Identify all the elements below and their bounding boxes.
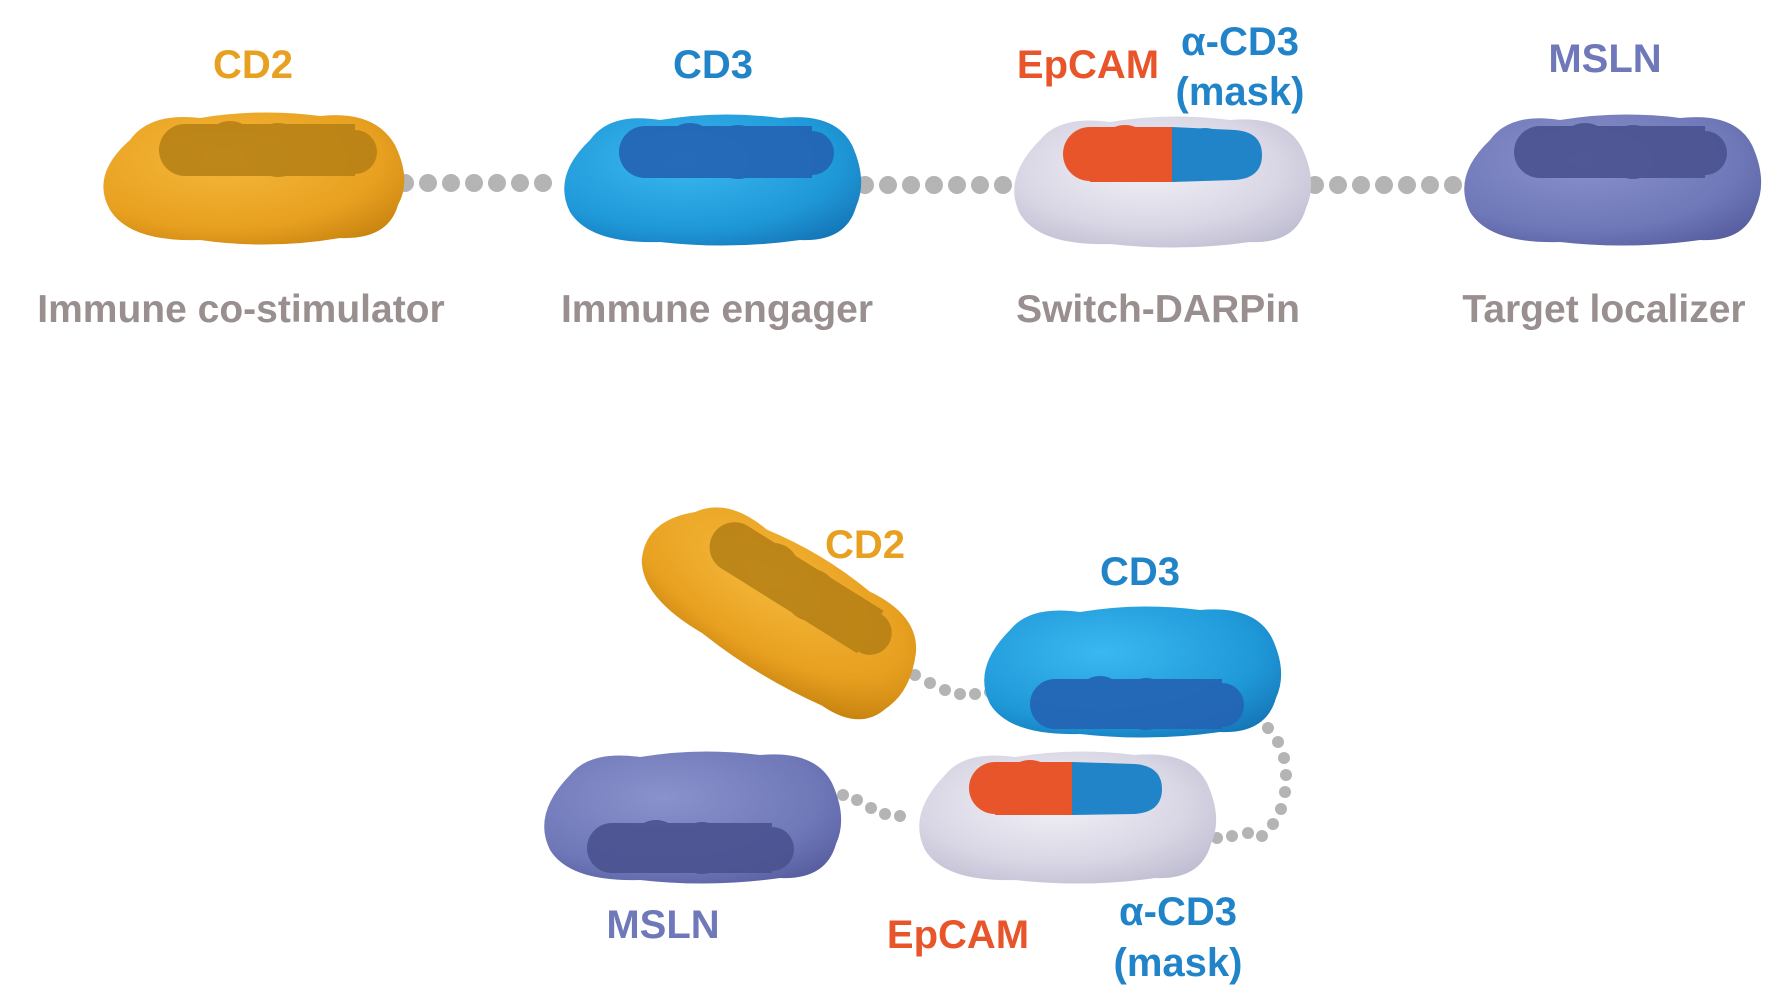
bottom-epcam-label: EpCAM bbox=[887, 913, 1029, 957]
top-mask-label-line1: α-CD3 bbox=[1181, 20, 1299, 64]
bottom-mask-label-line1: α-CD3 bbox=[1119, 890, 1237, 934]
bottom-msln-label: MSLN bbox=[606, 903, 719, 947]
top-msln-label: MSLN bbox=[1548, 37, 1661, 81]
bottom-msln-domain bbox=[544, 751, 842, 884]
top-mask-label-line2: (mask) bbox=[1176, 70, 1305, 114]
msln-domain bbox=[1464, 114, 1762, 246]
bottom-cd3-domain bbox=[984, 606, 1282, 738]
switch-darpin-domain bbox=[1014, 116, 1312, 248]
linker-cd2-cd3 bbox=[396, 174, 552, 192]
top-epcam-label: EpCAM bbox=[1017, 43, 1159, 87]
top-cd2-label: CD2 bbox=[213, 43, 293, 87]
epcam-site bbox=[1063, 125, 1172, 182]
linker-switch-msln bbox=[1306, 176, 1462, 194]
role-switch-darpin: Switch-DARPin bbox=[1016, 288, 1300, 331]
cd2-domain bbox=[103, 112, 405, 245]
bottom-anti-cd3-mask-site bbox=[1072, 762, 1162, 815]
bottom-cd3-label: CD3 bbox=[1100, 550, 1180, 594]
linker-cd3-switch bbox=[856, 176, 1012, 194]
role-immune-engager: Immune engager bbox=[561, 288, 873, 331]
bottom-switch-darpin-domain bbox=[919, 751, 1217, 884]
bottom-epcam-site bbox=[969, 760, 1072, 815]
role-target-localizer: Target localizer bbox=[1462, 288, 1745, 331]
anti-cd3-mask-site bbox=[1172, 127, 1262, 182]
bottom-cd2-label: CD2 bbox=[825, 523, 905, 567]
bottom-mask-label-line2: (mask) bbox=[1114, 941, 1243, 985]
role-immune-co-stimulator: Immune co-stimulator bbox=[37, 288, 444, 331]
cd3-domain bbox=[564, 114, 862, 246]
bottom-cd2-domain bbox=[641, 507, 917, 720]
top-cd3-label: CD3 bbox=[673, 43, 753, 87]
